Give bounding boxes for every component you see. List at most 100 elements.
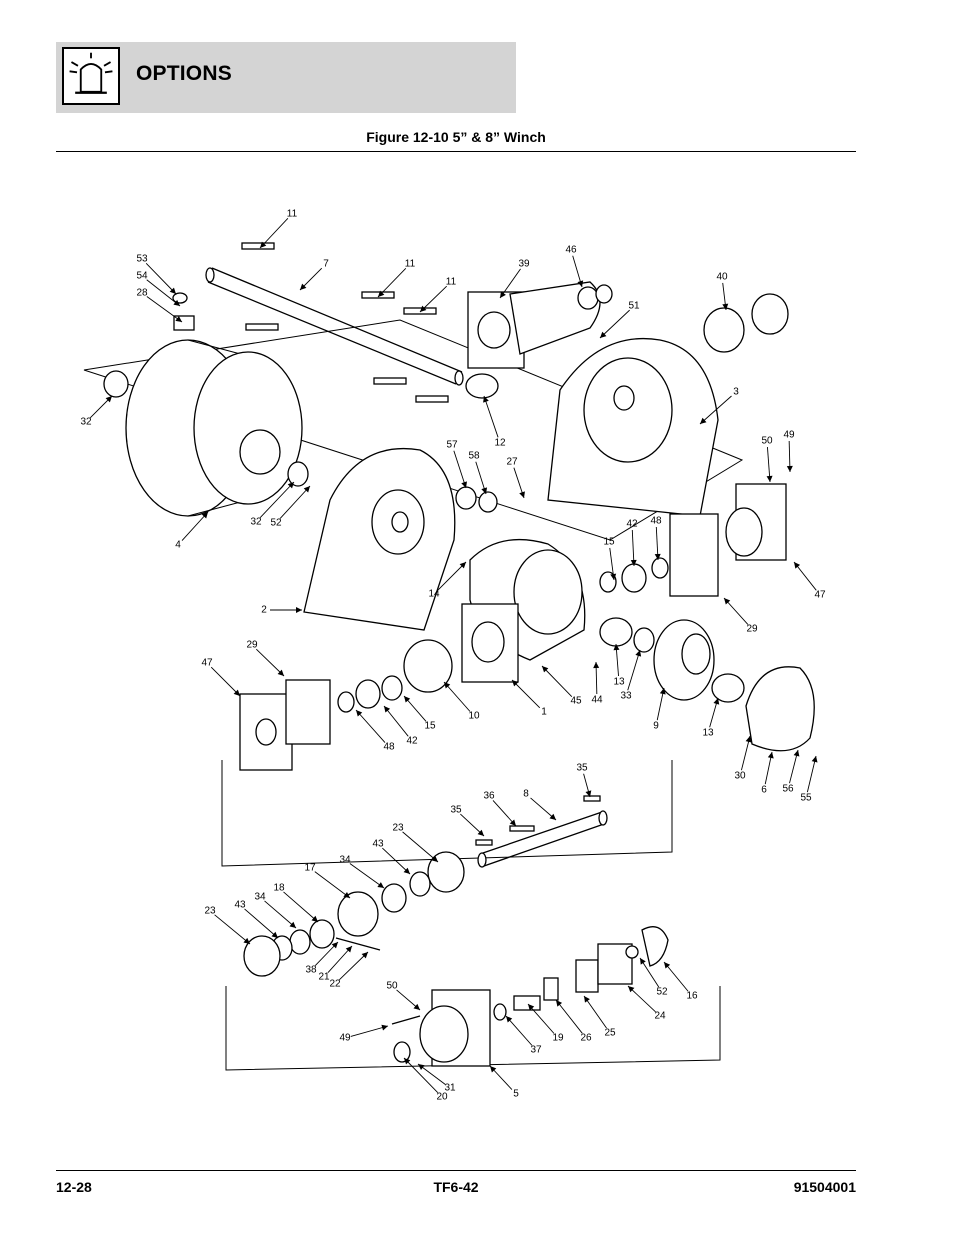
leader-arrowhead [413,1003,420,1010]
leader-arrowhead [481,487,488,494]
callout-label: 46 [565,245,577,256]
leader-arrowhead [585,790,592,797]
callout-50: 50 [386,981,421,1011]
leader-arrowhead [528,1004,535,1011]
callout-label: 52 [656,987,668,998]
callout-47: 47 [201,658,241,697]
bolt [391,1015,421,1025]
leader-line [145,262,177,295]
callout-11: 11 [419,277,457,313]
leader-arrowhead [483,396,489,403]
bracket [575,959,599,993]
leader-arrowhead [722,303,729,310]
callout-label: 1 [541,707,547,718]
callout-9: 9 [653,687,666,732]
leader-arrowhead [418,1064,425,1070]
callout-23: 23 [204,906,251,945]
leader-line [146,296,183,323]
callout-20: 20 [403,1057,448,1103]
callout-label: 37 [530,1045,542,1056]
leader-line [483,395,499,438]
leader-arrowhead [345,946,352,953]
leader-line [210,666,241,697]
callout-label: 14 [428,589,440,600]
callout-label: 50 [761,436,773,447]
sprocket [703,307,745,353]
callout-label: 48 [650,516,662,527]
leader-arrowhead [713,698,720,705]
callout-label: 49 [783,430,795,441]
callout-49: 49 [783,430,795,473]
callout-label: 38 [305,965,317,976]
leader-arrowhead [519,491,525,498]
cable-drum [125,339,303,517]
callout-label: 23 [392,823,404,834]
plate [543,977,559,1001]
leader-arrowhead [584,996,590,1003]
leader-line [383,705,409,737]
leader-line [583,995,607,1029]
callout-label: 18 [273,883,285,894]
callout-label: 34 [254,892,266,903]
callout-16: 16 [663,961,698,1002]
callout-49: 49 [339,1024,389,1044]
spring [493,1003,507,1021]
callout-51: 51 [599,301,640,339]
callout-label: 44 [591,695,603,706]
leader-arrowhead [556,1000,563,1007]
leader-line [599,309,630,339]
leader-arrowhead [512,680,519,687]
callout-53: 53 [136,254,177,295]
washer [103,370,129,398]
callout-label: 53 [136,254,148,265]
callout-12: 12 [483,395,506,449]
leader-arrowhead [381,1024,388,1031]
leader-arrowhead [243,937,250,944]
callout-label: 16 [686,991,698,1002]
leader-line [699,395,732,425]
leader-line [555,999,583,1034]
leader-arrowhead [300,283,307,290]
leader-arrowhead [260,241,267,248]
callout-57: 57 [446,440,467,489]
gasket [669,513,719,597]
warning-beacon-icon [62,47,120,105]
leader-arrowhead [271,931,278,938]
key [241,242,275,250]
callout-label: 27 [506,457,518,468]
leader-arrowhead [786,465,793,472]
callout-label: 23 [204,906,216,917]
callout-38: 38 [305,941,339,976]
callout-11: 11 [377,259,416,298]
callout-36: 36 [483,791,517,827]
leader-arrowhead [173,299,180,306]
callout-35: 35 [450,805,485,837]
callout-4: 4 [175,511,209,551]
callout-label: 9 [653,721,659,732]
callout-label: 12 [494,438,506,449]
callout-label: 47 [814,590,826,601]
brake-band [641,926,669,967]
callout-31: 31 [417,1063,456,1094]
key [583,795,601,802]
callout-35: 35 [576,763,592,798]
callout-3: 3 [699,387,739,425]
leader-line [377,267,407,298]
leader-arrowhead [233,689,240,696]
leader-line [793,561,817,591]
seal [577,286,599,310]
callout-label: 47 [201,658,213,669]
callout-1: 1 [511,679,547,718]
leader-arrowhead [549,813,556,820]
leader-arrowhead [404,1058,411,1065]
callout-46: 46 [565,245,584,288]
callout-32: 32 [80,395,113,428]
callout-label: 15 [603,537,615,548]
bearing [621,563,647,593]
leader-arrowhead [600,331,607,338]
leader-arrowhead [659,688,666,695]
leader-arrowhead [577,280,584,287]
leader-arrowhead [404,696,411,703]
callout-26: 26 [555,999,592,1044]
callout-56: 56 [782,749,800,795]
